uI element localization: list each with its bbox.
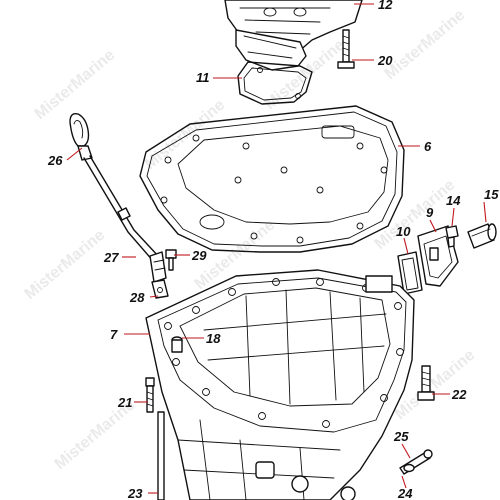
callout-7: 7 <box>110 327 118 342</box>
part-29-bolt <box>165 249 177 271</box>
callout-20: 20 <box>377 53 393 68</box>
part-20-bolt <box>337 29 355 69</box>
part-26-dipstick-handle <box>69 112 93 161</box>
callout-15: 15 <box>484 187 499 202</box>
part-11-gasket <box>237 61 313 105</box>
callout-28: 28 <box>129 290 145 305</box>
part-22-bolt <box>417 365 435 401</box>
callout-11: 11 <box>196 70 210 85</box>
callout-10: 10 <box>396 224 411 239</box>
part-24-washer <box>403 463 415 473</box>
callout-29: 29 <box>191 248 207 263</box>
callout-6: 6 <box>424 139 432 154</box>
callout-14: 14 <box>446 193 461 208</box>
callout-24: 24 <box>397 486 413 500</box>
watermark-text: MisterMarine <box>142 97 229 174</box>
part-14-bolt <box>445 225 459 248</box>
callout-23: 23 <box>127 486 143 500</box>
part-18-dowel-pin <box>171 336 183 353</box>
callout-9: 9 <box>426 205 434 220</box>
part-7-oil-pan <box>145 269 415 500</box>
callout-18: 18 <box>206 331 221 346</box>
part-27-dipstick-tube <box>83 155 167 283</box>
part-6-large-gasket <box>139 105 405 253</box>
part-10-gasket <box>397 251 423 295</box>
part-15-anode <box>467 223 497 249</box>
part-23-stud <box>157 411 165 500</box>
watermark-text: MisterMarine <box>382 7 469 84</box>
part-21-bolt <box>145 377 155 413</box>
callout-25: 25 <box>393 429 409 444</box>
part-28-bracket <box>151 279 169 299</box>
callout-27: 27 <box>103 250 119 265</box>
callout-12: 12 <box>378 0 393 12</box>
watermark-text: MisterMarine <box>22 227 109 304</box>
callout-21: 21 <box>117 395 132 410</box>
callout-22: 22 <box>451 387 467 402</box>
leader-lines <box>66 3 487 494</box>
callout-26: 26 <box>47 153 63 168</box>
part-12-housing <box>224 0 363 71</box>
watermark-text: MisterMarine <box>32 47 119 124</box>
callout-labels: 12 20 11 6 26 14 15 9 10 27 29 28 7 18 2… <box>47 0 499 500</box>
